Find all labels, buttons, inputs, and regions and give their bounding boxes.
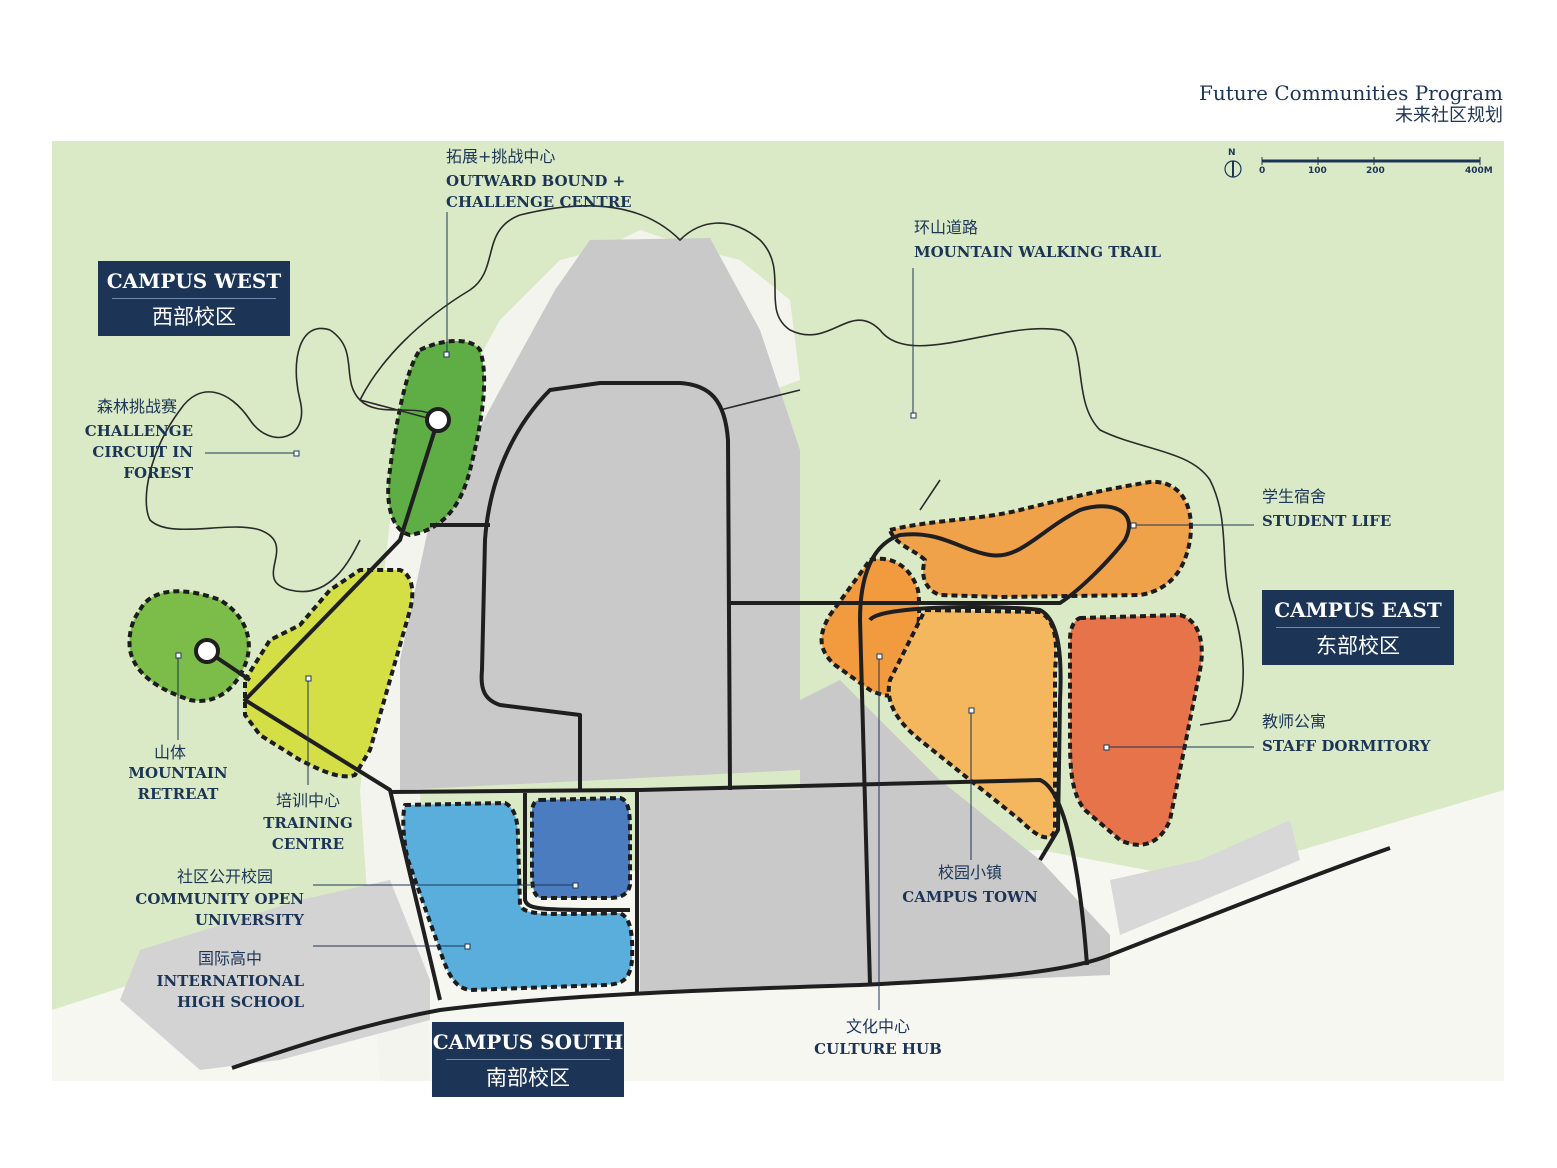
- scale-tick-200: 200: [1366, 166, 1385, 176]
- label-walking-trail: 环山道路 MOUNTAIN WALKING TRAIL: [914, 217, 1161, 263]
- mountain-walking-trail: [145, 205, 1244, 726]
- campus-east-en: CAMPUS EAST: [1274, 598, 1442, 622]
- anchor-training: [305, 675, 312, 682]
- label-staff-dormitory: 教师公寓 STAFF DORMITORY: [1262, 711, 1430, 757]
- south-built-area: [120, 880, 430, 1070]
- label-challenge-circuit-en: CHALLENGE CIRCUIT IN FOREST: [84, 422, 193, 482]
- label-high-school: 国际高中 INTERNATIONAL HIGH SCHOOL: [120, 948, 304, 1013]
- label-outward-bound-en: OUTWARD BOUND + CHALLENGE CENTRE: [446, 172, 632, 211]
- high-school-zone: [530, 796, 632, 900]
- scale-tick-0: 0: [1259, 166, 1266, 176]
- campus-south-badge: CAMPUS SOUTH 南部校区: [432, 1022, 624, 1097]
- header: Future Communities Program 未来社区规划: [1199, 82, 1503, 126]
- road-west-spine: [243, 419, 442, 1001]
- campus-south-en: CAMPUS SOUTH: [432, 1030, 624, 1054]
- label-campus-town-en: CAMPUS TOWN: [902, 888, 1038, 906]
- label-mountain-retreat-en: MOUNTAIN RETREAT: [128, 764, 228, 803]
- label-training-centre: 培训中心 TRAINING CENTRE: [248, 790, 368, 855]
- anchor-staff: [1103, 744, 1110, 751]
- student-life-zone: [888, 479, 1193, 599]
- campus-west-divider: [112, 298, 276, 299]
- road-main-south: [231, 846, 1391, 1070]
- anchor-university: [572, 882, 579, 889]
- east-built-area: [1110, 820, 1300, 935]
- header-title-en: Future Communities Program: [1198, 81, 1503, 105]
- central-built-area: [400, 238, 800, 790]
- label-mountain-retreat-zh: 山体: [154, 743, 187, 762]
- label-training-centre-en: TRAINING CENTRE: [263, 814, 353, 853]
- retreat-node: [194, 638, 220, 664]
- label-walking-trail-en: MOUNTAIN WALKING TRAIL: [914, 243, 1162, 261]
- staff-dormitory-zone: [1068, 613, 1204, 847]
- campus-west-en: CAMPUS WEST: [106, 269, 282, 293]
- label-campus-town-zh: 校园小镇: [937, 863, 1002, 882]
- label-training-centre-zh: 培训中心: [275, 791, 340, 810]
- scale-tick-100: 100: [1308, 166, 1327, 176]
- road-south-cross: [389, 778, 1089, 966]
- outward-bound-node: [425, 407, 451, 433]
- label-high-school-zh: 国际高中: [198, 949, 263, 968]
- campus-west-zh: 西部校区: [152, 305, 236, 329]
- scale-bar: [1224, 157, 1481, 178]
- campus-south-zh: 南部校区: [486, 1066, 570, 1090]
- anchor-highschool: [464, 943, 471, 950]
- label-walking-trail-zh: 环山道路: [914, 218, 979, 237]
- town-built-area: [640, 680, 1110, 995]
- road-central-loop: [479, 381, 732, 791]
- north-label: N: [1228, 148, 1236, 158]
- campus-east-divider: [1276, 627, 1440, 628]
- road-town-loop: [868, 605, 1063, 862]
- label-culture-hub: 文化中心 CULTURE HUB: [800, 1016, 956, 1060]
- label-campus-town: 校园小镇 CAMPUS TOWN: [890, 862, 1050, 908]
- label-student-life-en: STUDENT LIFE: [1262, 512, 1392, 530]
- label-challenge-circuit: 森林挑战赛 CHALLENGE CIRCUIT IN FOREST: [60, 396, 193, 484]
- anchor-retreat: [175, 652, 182, 659]
- anchor-forest: [293, 450, 300, 457]
- road-east-connector: [730, 504, 1131, 986]
- anchor-town: [968, 707, 975, 714]
- road-south-blocks: [523, 790, 639, 995]
- campus-east-zh: 东部校区: [1316, 634, 1400, 658]
- label-student-life: 学生宿舍 STUDENT LIFE: [1262, 486, 1391, 532]
- campus-west-badge: CAMPUS WEST 西部校区: [98, 261, 290, 336]
- label-outward-bound: 拓展+挑战中心 OUTWARD BOUND + CHALLENGE CENTRE: [446, 146, 632, 213]
- label-student-life-zh: 学生宿舍: [1262, 487, 1327, 506]
- header-title-zh: 未来社区规划: [1395, 105, 1503, 126]
- label-staff-dormitory-zh: 教师公寓: [1262, 712, 1327, 731]
- label-community-university-en: COMMUNITY OPEN UNIVERSITY: [135, 890, 304, 929]
- anchor-culture: [876, 653, 883, 660]
- anchor-trail: [910, 412, 917, 419]
- scale-tick-400: 400M: [1465, 166, 1493, 176]
- label-community-university-zh: 社区公开校园: [177, 867, 274, 886]
- label-outward-bound-zh: 拓展+挑战中心: [446, 147, 556, 166]
- campus-south-divider: [446, 1059, 610, 1060]
- label-culture-hub-en: CULTURE HUB: [814, 1040, 942, 1058]
- anchor-student: [1130, 522, 1137, 529]
- label-community-university: 社区公开校园 COMMUNITY OPEN UNIVERSITY: [120, 866, 304, 931]
- mountain-retreat-zone: [127, 589, 251, 703]
- community-university-zone: [401, 801, 635, 992]
- anchor-outward: [443, 351, 450, 358]
- label-high-school-en: INTERNATIONAL HIGH SCHOOL: [156, 972, 304, 1011]
- label-challenge-circuit-zh: 森林挑战赛: [97, 397, 178, 416]
- outward-bound-zone: [386, 338, 487, 537]
- label-culture-hub-zh: 文化中心: [845, 1017, 910, 1036]
- campus-east-badge: CAMPUS EAST 东部校区: [1262, 590, 1454, 665]
- label-mountain-retreat: 山体 MOUNTAIN RETREAT: [118, 742, 238, 805]
- label-staff-dormitory-en: STAFF DORMITORY: [1262, 737, 1431, 755]
